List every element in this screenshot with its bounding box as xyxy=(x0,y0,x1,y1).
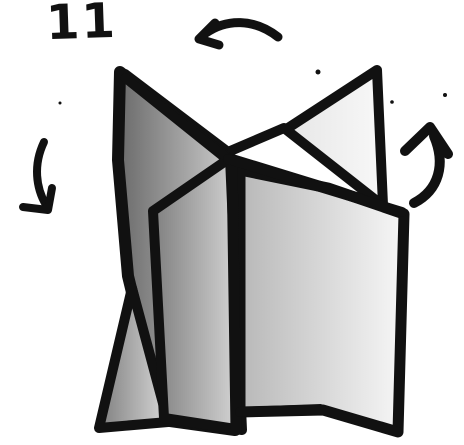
curved-arrow-down-icon xyxy=(23,142,52,210)
step-number: 11 xyxy=(45,0,117,47)
decorative-dot xyxy=(443,93,447,97)
decorative-dot xyxy=(400,284,404,288)
decorative-dot xyxy=(59,102,62,105)
decorative-dot xyxy=(390,100,394,104)
center-fold-line xyxy=(232,160,236,430)
decorative-dot xyxy=(316,70,321,75)
curved-arrow-left-icon xyxy=(199,23,278,45)
curved-arrow-up-icon xyxy=(405,127,448,203)
